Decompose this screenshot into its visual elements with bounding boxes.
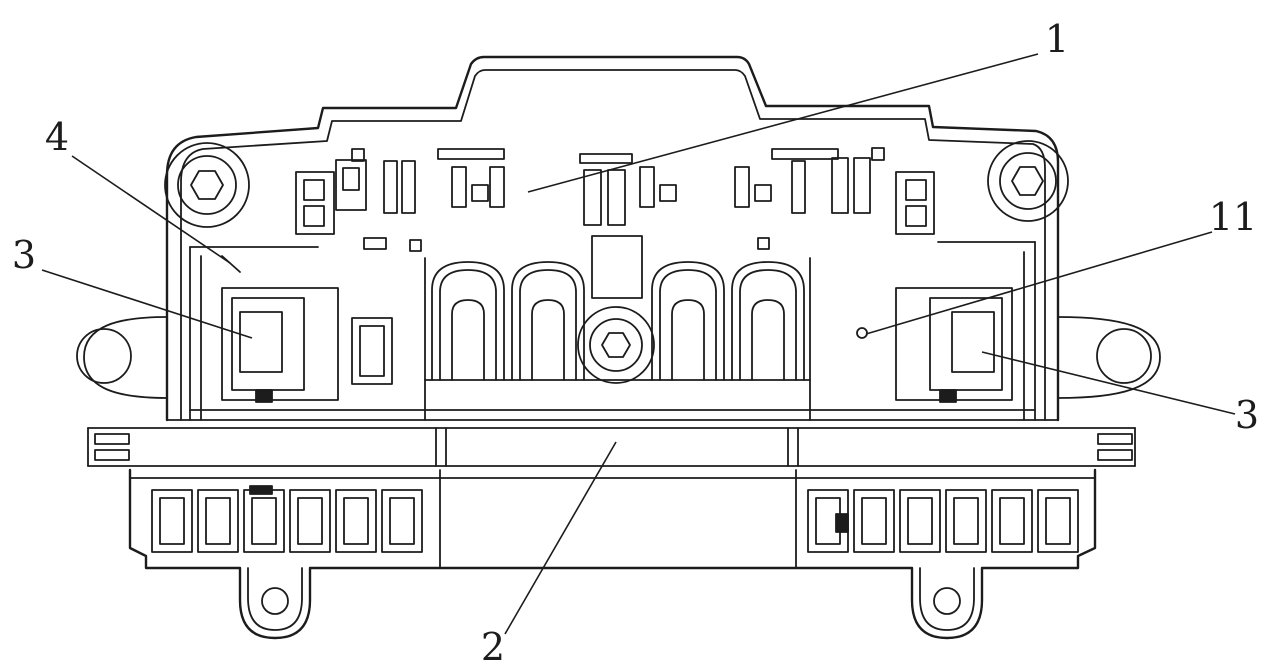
pin-dot xyxy=(856,327,868,339)
terminal-cell xyxy=(151,489,193,553)
fuse-tower xyxy=(731,261,805,381)
terminal-cell xyxy=(197,489,239,553)
mount-hole-right xyxy=(1096,328,1152,384)
mount-hole-left xyxy=(76,328,132,384)
callout-labels: 1 4 3 11 3 2 xyxy=(12,17,1259,669)
mounting-rail xyxy=(87,419,1136,467)
ref-label-1: 1 xyxy=(1045,17,1069,61)
terminal-block-right xyxy=(856,287,1013,403)
lower-housing-lines xyxy=(129,469,1096,569)
hex-socket-center xyxy=(601,332,631,358)
terminal-cell xyxy=(991,489,1033,553)
fuse-towers xyxy=(431,261,805,381)
tab-hole-left xyxy=(261,587,289,615)
solid-detail xyxy=(835,513,849,533)
side-connector-left xyxy=(295,171,335,235)
solid-detail xyxy=(249,485,273,495)
terminal-cell xyxy=(853,489,895,553)
ref-label-2: 2 xyxy=(481,625,505,669)
terminal-cell xyxy=(289,489,331,553)
leader-line-4 xyxy=(71,155,231,264)
terminal-cell xyxy=(1037,489,1079,553)
leader-line-11 xyxy=(865,231,1213,335)
hex-socket-right xyxy=(1011,166,1044,196)
ref-label-4: 4 xyxy=(45,115,69,159)
leader-line-1 xyxy=(527,53,1039,193)
housing-drawing xyxy=(76,55,1161,640)
terminal-block-left xyxy=(221,287,393,403)
relay-slots-right xyxy=(734,147,885,250)
terminal-cell xyxy=(899,489,941,553)
lower-housing-outline xyxy=(128,468,1097,640)
leader-line-3-left xyxy=(41,269,253,339)
ref-label-3-left: 3 xyxy=(12,233,36,277)
top-boss-left xyxy=(164,142,250,228)
mount-ear-left xyxy=(76,316,168,399)
terminal-cavities-left xyxy=(151,489,423,553)
bottom-tab-left xyxy=(247,567,303,631)
side-connector-right xyxy=(895,171,935,235)
fuse-tower xyxy=(431,261,505,381)
housing-outer-outline xyxy=(165,55,1060,422)
ref-label-11: 11 xyxy=(1209,195,1257,239)
terminal-cell xyxy=(945,489,987,553)
callout-leader-lines xyxy=(41,53,1236,635)
relay-slots-left xyxy=(335,148,422,252)
terminal-cell xyxy=(335,489,377,553)
leader-line-2 xyxy=(504,441,617,635)
ref-label-3-right: 3 xyxy=(1235,393,1259,437)
fuse-tower xyxy=(651,261,725,381)
hex-socket-left xyxy=(190,170,224,200)
top-boss-right xyxy=(987,140,1069,222)
interior-wall-lines xyxy=(189,241,1036,421)
terminal-cell xyxy=(243,489,285,553)
fuse-tower xyxy=(511,261,585,381)
tab-hole-right xyxy=(933,587,961,615)
bottom-tab-right xyxy=(919,567,975,631)
mount-ear-right xyxy=(1057,316,1161,399)
terminal-cell xyxy=(381,489,423,553)
leader-line-3-right xyxy=(981,351,1236,415)
housing-inner-outline xyxy=(180,69,1046,421)
relay-slots-center xyxy=(437,148,677,299)
center-boss xyxy=(577,306,655,384)
